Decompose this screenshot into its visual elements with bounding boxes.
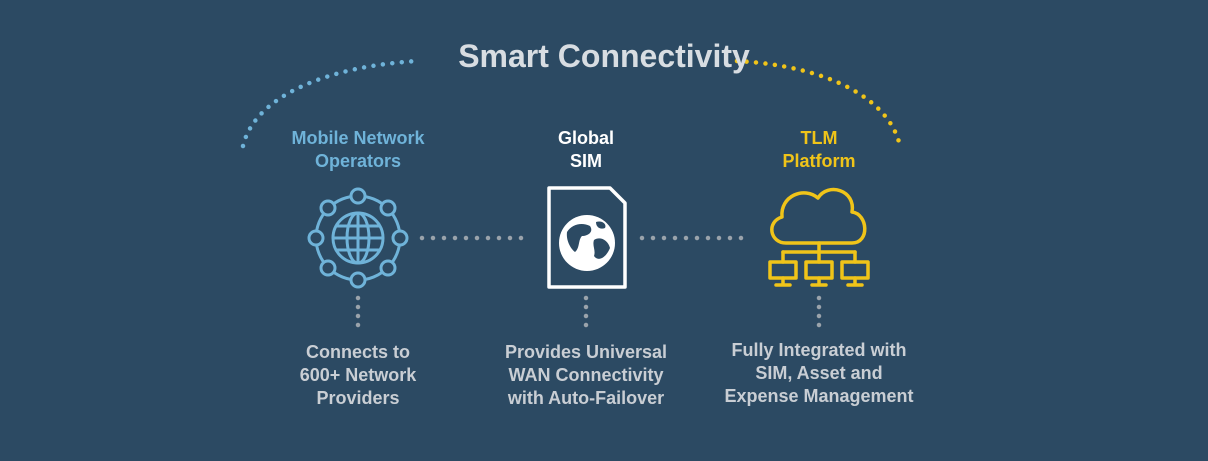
mno-title-line-1: Mobile Network: [291, 128, 425, 148]
sim-desc-line-1: Provides Universal: [504, 342, 668, 362]
sim-title-line-2: SIM: [569, 151, 602, 171]
sim-description: Provides Universal WAN Connectivity with…: [466, 341, 706, 410]
mno-desc-line-1: Connects to: [305, 342, 410, 362]
mno-title-line-2: Operators: [314, 151, 402, 171]
mno-description: Connects to 600+ Network Providers: [238, 341, 478, 410]
diagram-title: Smart Connectivity: [458, 38, 750, 74]
left-dotted-arc: [240, 58, 421, 149]
mno-title: Mobile Network Operators: [258, 127, 458, 173]
tlm-description: Fully Integrated with SIM, Asset and Exp…: [699, 339, 939, 408]
globe-network-icon: [307, 187, 409, 289]
tlm-desc-line-2: SIM, Asset and: [755, 363, 883, 383]
sim-title-line-1: Global: [557, 128, 614, 148]
cloud-network-icon: [768, 187, 870, 287]
mno-desc-line-3: Providers: [316, 388, 400, 408]
sim-card-globe-icon: [547, 186, 627, 289]
sim-desc-line-2: WAN Connectivity: [508, 365, 664, 385]
tlm-desc-line-3: Expense Management: [724, 386, 914, 406]
tlm-desc-line-1: Fully Integrated with: [731, 340, 907, 360]
tlm-title-line-1: TLM: [800, 128, 838, 148]
tlm-title-line-2: Platform: [782, 151, 856, 171]
right-dotted-arc: [734, 58, 903, 149]
sim-desc-line-3: with Auto-Failover: [507, 388, 665, 408]
sim-title: Global SIM: [486, 127, 686, 173]
tlm-title: TLM Platform: [719, 127, 919, 173]
mno-desc-line-2: 600+ Network: [299, 365, 417, 385]
